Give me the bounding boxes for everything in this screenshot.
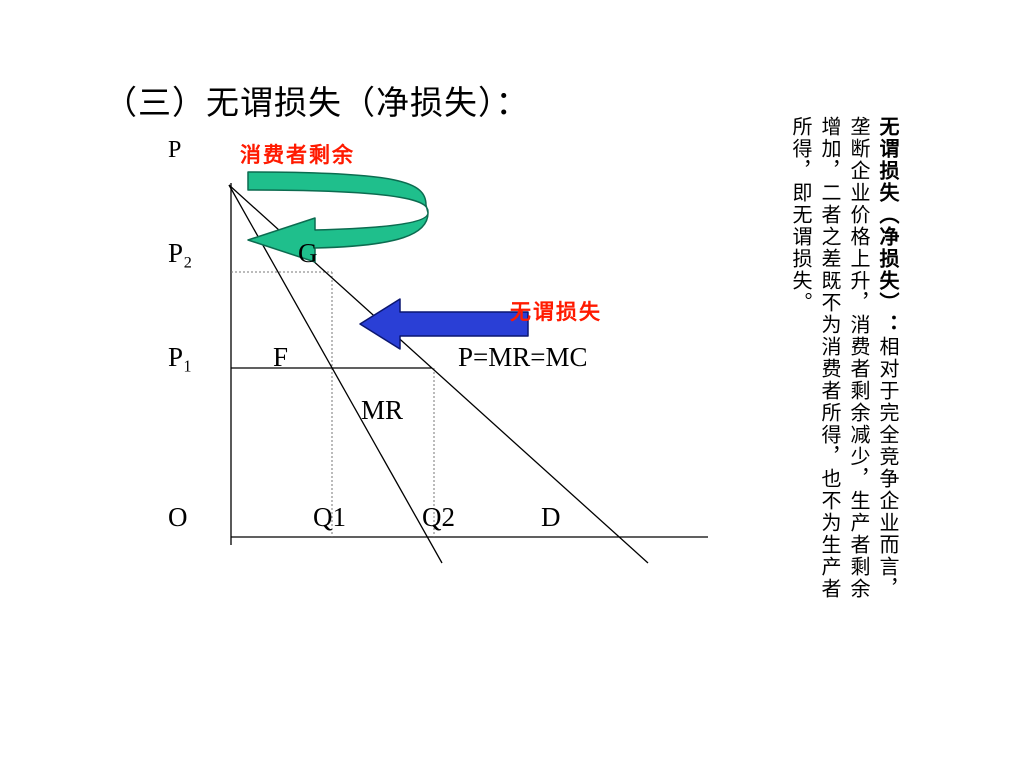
p-axis-label: P bbox=[168, 137, 182, 163]
d-label: D bbox=[541, 502, 561, 532]
origin-label: O bbox=[168, 502, 188, 532]
q2-label: Q2 bbox=[422, 502, 455, 532]
left-arrow-icon bbox=[359, 298, 529, 350]
mr-curve bbox=[228, 184, 443, 564]
side-note: 无谓损失（净损失）：相对于完全竞争企业而言，垄断企业价格上升，消费者剩余减少，生… bbox=[786, 116, 902, 616]
deadweight-loss-label: 无谓损失 bbox=[510, 300, 602, 324]
side-note-term: 无谓损失（净损失）： bbox=[876, 116, 900, 336]
q1-label: Q1 bbox=[313, 502, 346, 532]
consumer-surplus-label: 消费者剩余 bbox=[240, 143, 355, 167]
point-f-label: F bbox=[273, 342, 289, 372]
p-mr-mc-label: P=MR=MC bbox=[458, 342, 588, 372]
mr-label: MR bbox=[361, 395, 404, 425]
curved-arrow-icon bbox=[247, 171, 429, 263]
p1-label: P₁ bbox=[168, 342, 193, 372]
p2-label: P₂ bbox=[168, 238, 193, 268]
side-note-body: 相对于完全竞争企业而言，垄断企业价格上升，消费者剩余减少，生产者剩余增加，二者之… bbox=[789, 116, 900, 600]
slide-title: （三）无谓损失（净损失）： bbox=[104, 83, 530, 122]
point-g-label: G bbox=[298, 238, 318, 268]
